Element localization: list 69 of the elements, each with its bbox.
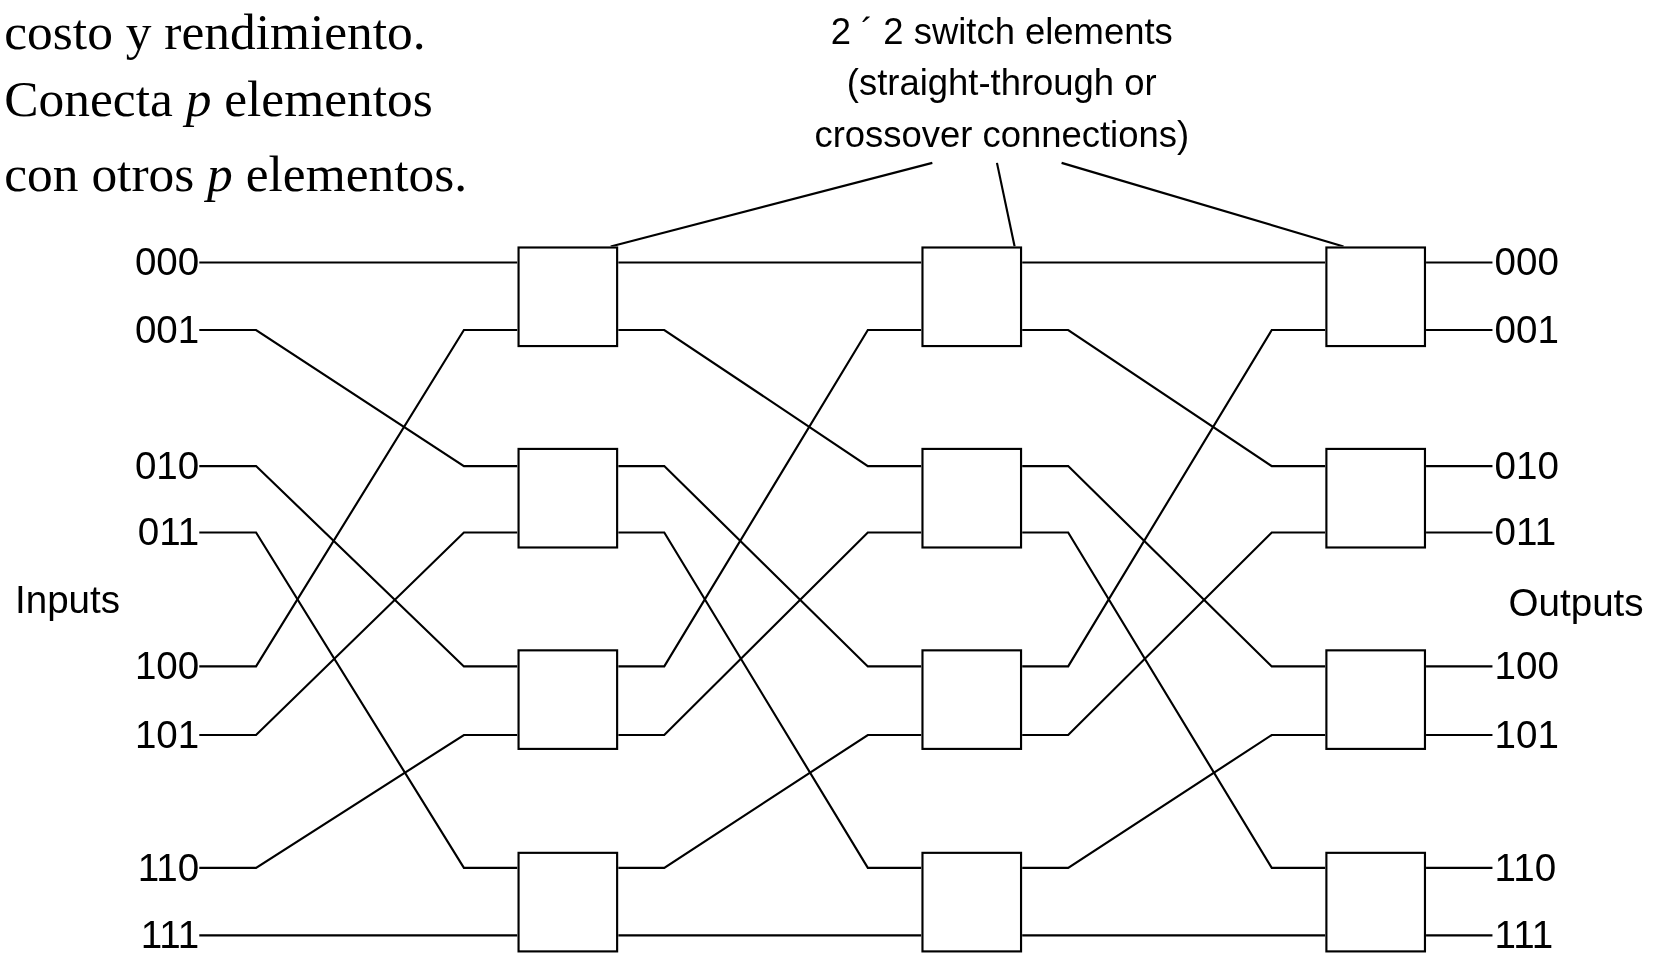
connector-line: [1022, 531, 1326, 737]
connector-line: [1022, 465, 1326, 668]
output-label: 001: [1494, 306, 1592, 354]
switch-box: [517, 246, 619, 348]
switch-box: [517, 649, 619, 750]
connector-line: [199, 261, 518, 264]
axis-label: Inputs: [15, 576, 121, 624]
input-label: 101: [107, 711, 200, 759]
output-label: 000: [1494, 238, 1592, 287]
connector-line: [199, 465, 518, 668]
connector-line: [1022, 328, 1326, 468]
leader-line: [610, 161, 933, 248]
switch-box: [921, 649, 1023, 750]
connector-line: [199, 531, 518, 737]
connector-line: [1426, 665, 1493, 668]
input-label: 011: [107, 508, 200, 557]
input-label: 100: [107, 642, 200, 690]
connector-line: [199, 328, 518, 468]
connector-line: [618, 733, 922, 869]
connector-line: [618, 328, 922, 668]
switch-box: [1325, 851, 1427, 953]
connector-line: [618, 261, 922, 264]
switch-box: [517, 851, 619, 953]
output-label: 110: [1494, 844, 1592, 892]
connector-line: [618, 531, 922, 737]
connector-line: [1022, 328, 1326, 668]
output-label: 111: [1494, 911, 1592, 959]
switch-box: [1325, 649, 1427, 750]
input-label: 010: [107, 442, 200, 490]
connector-line: [199, 531, 518, 869]
connector-line: [618, 465, 922, 668]
input-label: 111: [107, 911, 200, 959]
connector-line: [1426, 531, 1493, 534]
input-label: 000: [107, 238, 200, 287]
body-text: con otros p elementos.: [4, 143, 468, 204]
body-text: costo y rendimiento.: [4, 2, 426, 62]
switch-box: [921, 447, 1023, 549]
switch-box: [1325, 447, 1427, 549]
switch-box: [517, 447, 619, 549]
connector-line: [1022, 733, 1326, 869]
connector-line: [199, 733, 518, 869]
connector-line: [618, 531, 922, 869]
axis-label: Outputs: [1508, 579, 1644, 627]
body-text: Conecta p elementos: [4, 68, 433, 129]
connector-line: [1426, 328, 1493, 332]
connector-line: [1022, 261, 1326, 264]
switch-box: [921, 246, 1023, 348]
switch-box: [921, 851, 1023, 953]
leader-line: [1061, 161, 1344, 248]
input-label: 110: [107, 844, 200, 892]
connector-line: [1426, 866, 1493, 869]
connector-line: [1426, 261, 1493, 264]
leader-line: [995, 162, 1016, 247]
connector-line: [618, 328, 922, 468]
connector-line: [199, 328, 518, 668]
output-label: 011: [1494, 508, 1592, 557]
output-label: 100: [1494, 642, 1592, 690]
connector-line: [1022, 531, 1326, 869]
connector-line: [1426, 934, 1493, 937]
callout-text: 2 ´ 2 switch elements (straight-through or crossover connections): [776, 5, 1227, 160]
connector-line: [618, 934, 922, 937]
switch-box: [1325, 246, 1427, 348]
output-label: 010: [1494, 442, 1592, 490]
connector-line: [1426, 465, 1493, 468]
output-label: 101: [1494, 711, 1592, 759]
connector-line: [1022, 934, 1326, 937]
input-label: 001: [107, 306, 200, 354]
connector-line: [1426, 733, 1493, 737]
connector-line: [199, 934, 518, 937]
